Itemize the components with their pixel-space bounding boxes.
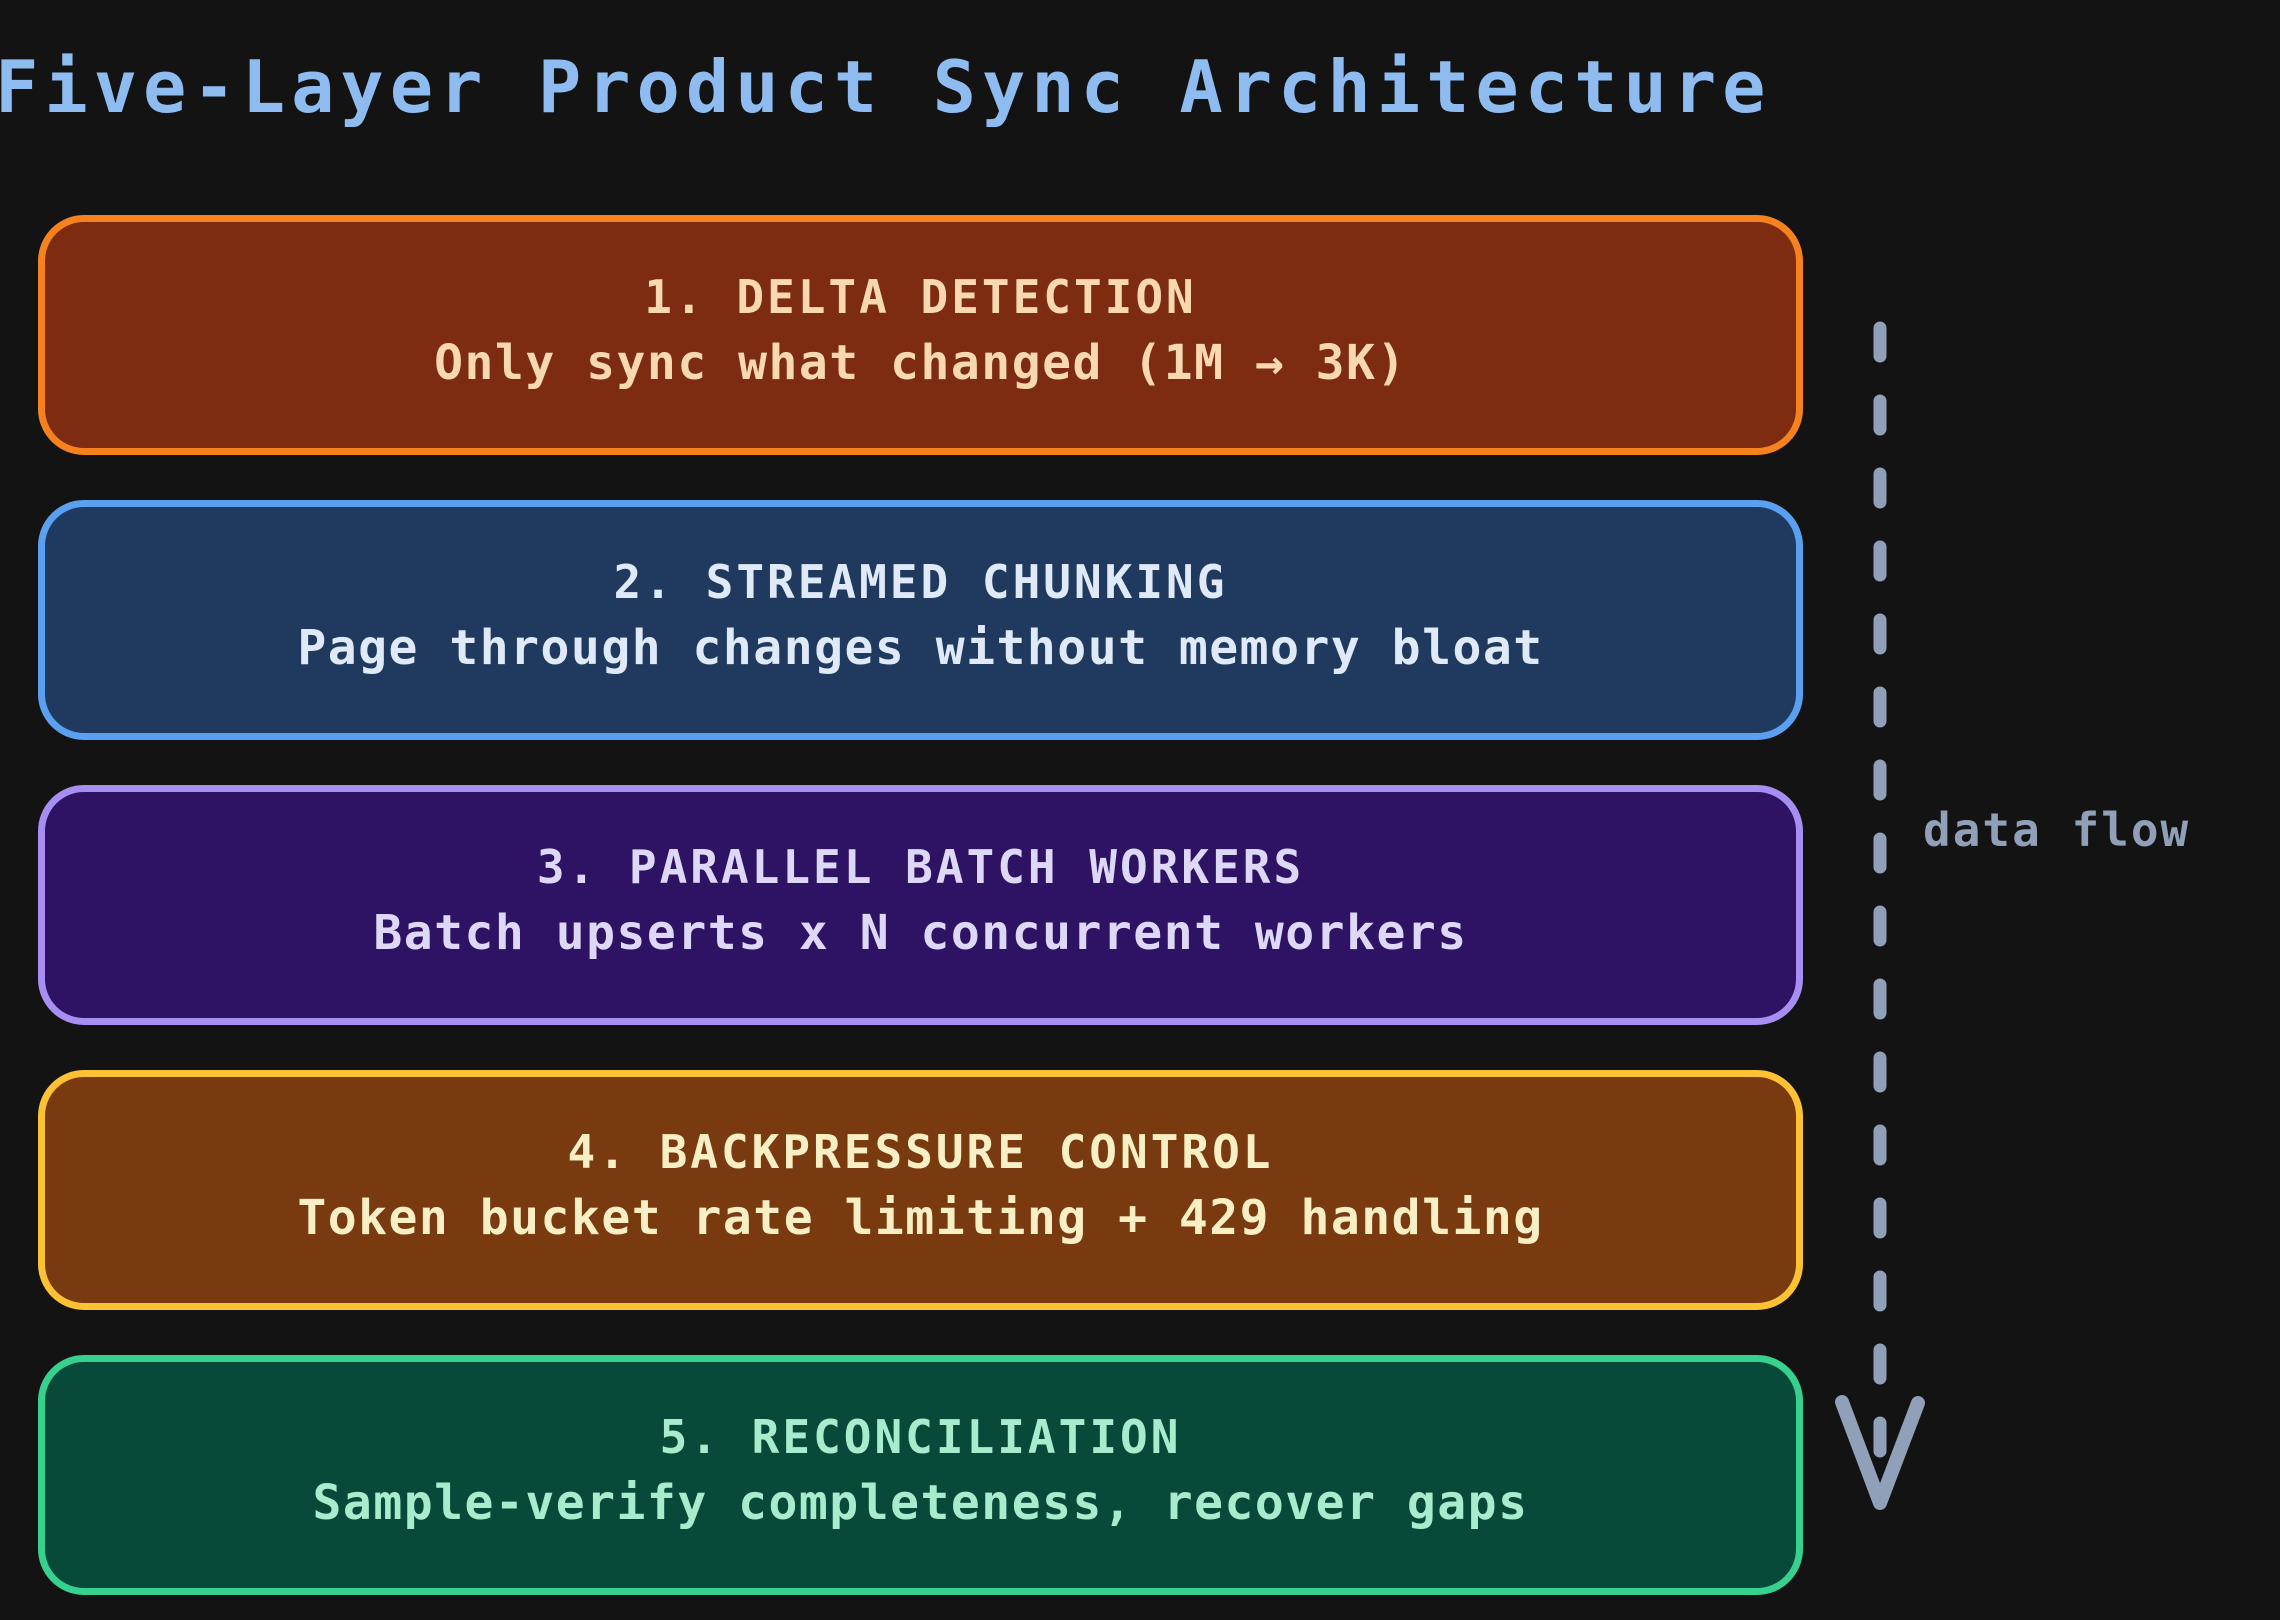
layer-heading: 5. RECONCILIATION <box>659 1410 1182 1464</box>
layer-subtitle: Only sync what changed (1M → 3K) <box>434 335 1407 391</box>
layer-heading: 3. PARALLEL BATCH WORKERS <box>536 840 1305 894</box>
layer-subtitle: Token bucket rate limiting + 429 handlin… <box>297 1190 1544 1246</box>
layer-heading: 1. DELTA DETECTION <box>644 270 1197 324</box>
data-flow-arrowhead-icon <box>1835 1395 1925 1510</box>
data-flow-label: data flow <box>1923 803 2191 857</box>
layer-subtitle: Batch upserts x N concurrent workers <box>373 905 1468 961</box>
layer-subtitle: Sample-verify completeness, recover gaps <box>312 1475 1529 1531</box>
data-flow-arrow <box>1835 321 1925 1510</box>
layer-box-backpressure-control: 4. BACKPRESSURE CONTROL Token bucket rat… <box>38 1070 1803 1310</box>
layer-subtitle: Page through changes without memory bloa… <box>297 620 1544 676</box>
layer-heading: 2. STREAMED CHUNKING <box>613 555 1228 609</box>
layer-box-delta-detection: 1. DELTA DETECTION Only sync what change… <box>38 215 1803 455</box>
layer-heading: 4. BACKPRESSURE CONTROL <box>567 1125 1274 1179</box>
layer-box-reconciliation: 5. RECONCILIATION Sample-verify complete… <box>38 1355 1803 1595</box>
layer-box-parallel-batch-workers: 3. PARALLEL BATCH WORKERS Batch upserts … <box>38 785 1803 1025</box>
page-title: Five-Layer Product Sync Architecture <box>0 45 1772 129</box>
layer-box-streamed-chunking: 2. STREAMED CHUNKING Page through change… <box>38 500 1803 740</box>
